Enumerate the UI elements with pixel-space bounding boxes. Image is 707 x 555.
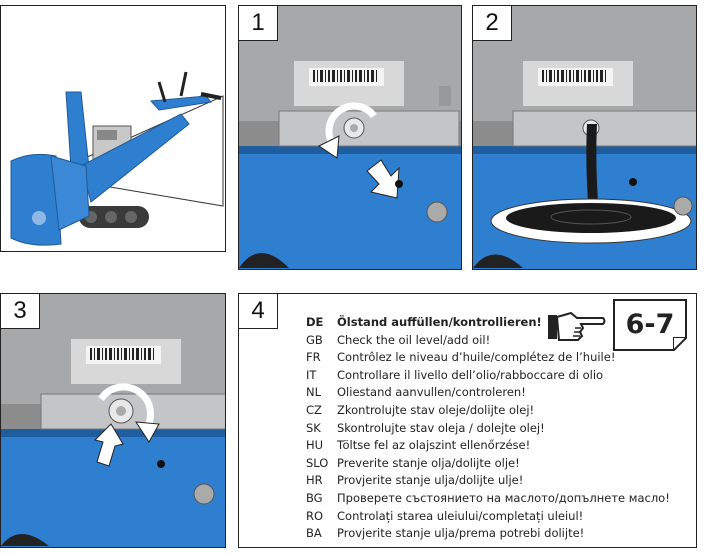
language-code: DE [306, 315, 324, 329]
instruction-text: Ölstand auffüllen/kontrollieren! [337, 315, 542, 329]
instruction-text: Проверете състоянието на маслото/допълне… [337, 490, 670, 505]
language-code: CZ [306, 402, 322, 417]
instruction-row: GB Check the oil level/add oil! [306, 332, 670, 350]
up-arrow-icon [94, 423, 124, 467]
language-code: IT [306, 367, 317, 382]
instruction-text: Controlați starea uleiului/completați ul… [337, 508, 584, 523]
step-number: 3 [1, 294, 40, 329]
barcode-label [309, 68, 384, 86]
step-4-panel: 4 DE Ölstand auffüllen/kontrollieren! GB C… [238, 293, 697, 548]
instruction-row: BA Provjerite stanje ulja/prema potrebi d… [306, 525, 670, 543]
language-code: BG [306, 490, 323, 505]
instruction-text: Preverite stanje olja/dolijte olje! [337, 455, 520, 470]
language-code: SK [306, 420, 321, 435]
language-code: HR [306, 473, 323, 488]
instruction-text: Zkontrolujte stav oleje/dolijte olej! [337, 402, 535, 417]
instruction-row: SK Skontrolujte stav oleja / dolejte olej… [306, 420, 670, 438]
instruction-row: FR Contrôlez le niveau d’huile/complétez … [306, 349, 670, 367]
language-code: BA [306, 526, 322, 541]
instruction-row: NL Oliestand aanvullen/controleren! [306, 384, 670, 402]
overview-panel [0, 5, 226, 252]
step-2-panel: 2 [472, 5, 697, 270]
pointing-hand-icon [548, 311, 606, 341]
instruction-text: Check the oil level/add oil! [337, 332, 491, 347]
rotate-arrow-icon [325, 102, 377, 149]
rotate-arrow-icon [98, 383, 155, 431]
instruction-row: SLO Preverite stanje olja/dolijte olje! [306, 455, 670, 473]
instruction-row: DE Ölstand auffüllen/kontrollieren! [306, 314, 670, 332]
instruction-row: CZ Zkontrolujte stav oleje/dolijte olej! [306, 402, 670, 420]
oil-stream [586, 124, 599, 216]
instruction-row: HU Töltse fel az olajszint ellenőrzése! [306, 437, 670, 455]
instruction-text: Provjerite stanje ulja/dolijte ulje! [337, 473, 524, 488]
page-reference-label: 6-7 [625, 309, 675, 340]
language-code: NL [306, 385, 322, 400]
snow-blower-illustration [10, 71, 224, 246]
step-number: 2 [473, 6, 512, 41]
instruction-text: Skontrolujte stav oleja / dolejte olej! [337, 420, 545, 435]
instruction-row: IT Controllare il livello dell’olio/rabbo… [306, 367, 670, 385]
instruction-text: Controllare il livello dell’olio/rabbocc… [337, 367, 604, 382]
instruction-text: Töltse fel az olajszint ellenőrzése! [337, 438, 531, 453]
step-number: 4 [239, 294, 278, 329]
language-code: GB [306, 332, 323, 347]
instruction-row: HR Provjerite stanje ulja/dolijte ulje! [306, 472, 670, 490]
language-code: SLO [306, 455, 329, 470]
step-2-illustration [473, 6, 696, 269]
instruction-text: Contrôlez le niveau d’huile/complétez de… [337, 350, 616, 365]
language-code: HU [306, 438, 324, 453]
instruction-text: Oliestand aanvullen/controleren! [337, 385, 526, 400]
step-3-illustration [1, 294, 225, 547]
language-code: RO [306, 508, 324, 523]
step-1-illustration [239, 6, 461, 269]
folded-corner [673, 337, 687, 351]
instruction-text: Provjerite stanje ulja/prema potrebi dol… [337, 526, 585, 541]
instruction-list: DE Ölstand auffüllen/kontrollieren! GB Che… [306, 314, 670, 543]
instruction-row: BG Проверете състоянието на маслото/допъл… [306, 490, 670, 508]
page-reference: 6-7 [613, 299, 687, 351]
language-code: FR [306, 350, 321, 365]
step-1-panel: 1 [238, 5, 462, 270]
step-3-panel: 3 [0, 293, 226, 548]
step-number: 1 [239, 6, 278, 41]
instruction-row: RO Controlați starea uleiului/completați … [306, 508, 670, 526]
